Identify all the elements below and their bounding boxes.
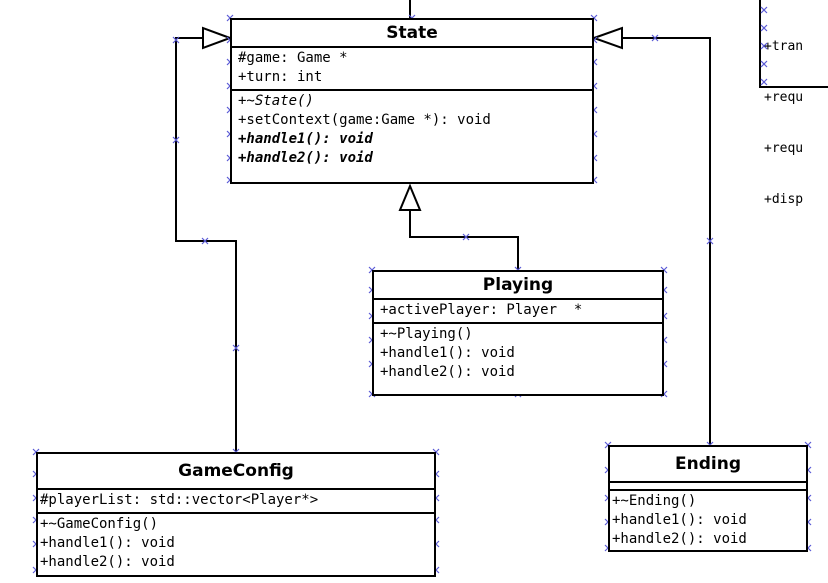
state-method-setcontext: +setContext(game:Game *): void [238, 112, 491, 128]
playing-arrowhead [398, 183, 422, 211]
state-method-handle2: +handle2(): void [238, 150, 373, 166]
class-state[interactable]: State #game: Game * +turn: int +~State()… [230, 18, 594, 184]
partial-row-4: +disp [764, 192, 804, 207]
state-attr-turn: +turn: int [238, 69, 323, 85]
state-method-destructor: +~State() [238, 93, 314, 109]
selection-handle[interactable] [172, 36, 180, 44]
class-gameconfig[interactable]: GameConfig #playerList: std::vector<Play… [36, 452, 436, 577]
gameconfig-attr-playerlist: #playerList: std::vector<Player*> [40, 492, 319, 508]
playing-attr-activeplayer: +activePlayer: Player * [380, 302, 583, 318]
playing-attributes: +activePlayer: Player * [374, 300, 662, 324]
class-state-name: State [232, 20, 592, 48]
state-attributes: #game: Game * +turn: int [232, 48, 592, 91]
ending-methods: +~Ending() +handle1(): void +handle2(): … [610, 491, 806, 551]
playing-method-destructor: +~Playing() [380, 326, 473, 342]
selection-handle[interactable] [760, 42, 768, 50]
ending-method-handle2: +handle2(): void [612, 531, 747, 547]
class-ending-name: Ending [610, 447, 806, 483]
selection-handle[interactable] [232, 344, 240, 352]
gameconfig-attributes: #playerList: std::vector<Player*> [38, 490, 434, 514]
selection-handle[interactable] [760, 60, 768, 68]
gameconfig-method-handle2: +handle2(): void [40, 554, 175, 570]
partial-row-1: +tran [764, 39, 804, 54]
selection-handle[interactable] [760, 78, 768, 86]
selection-handle[interactable] [651, 34, 659, 42]
selection-handle[interactable] [462, 233, 470, 241]
class-playing[interactable]: Playing +activePlayer: Player * +~Playin… [372, 270, 664, 396]
gameconfig-method-handle1: +handle1(): void [40, 535, 175, 551]
ending-method-handle1: +handle1(): void [612, 512, 747, 528]
selection-handle[interactable] [201, 237, 209, 245]
selection-handle[interactable] [172, 136, 180, 144]
playing-method-handle2: +handle2(): void [380, 364, 515, 380]
selection-handle[interactable] [760, 24, 768, 32]
state-methods: +~State() +setContext(game:Game *): void… [232, 91, 592, 170]
selection-handle[interactable] [706, 237, 714, 245]
ending-attributes [610, 483, 806, 491]
partial-row-3: +requ [764, 141, 804, 156]
partial-box-border [759, 0, 828, 88]
playing-method-handle1: +handle1(): void [380, 345, 515, 361]
gameconfig-methods: +~GameConfig() +handle1(): void +handle2… [38, 514, 434, 574]
playing-generalization[interactable] [409, 210, 519, 270]
gameconfig-generalization[interactable] [175, 37, 237, 452]
state-attr-game: #game: Game * [238, 50, 348, 66]
selection-handle[interactable] [760, 6, 768, 14]
ending-method-destructor: +~Ending() [612, 493, 697, 509]
partial-row-2: +requ [764, 90, 804, 105]
state-method-handle1: +handle1(): void [238, 131, 373, 147]
ending-arrowhead [591, 26, 623, 50]
ending-generalization[interactable] [622, 37, 711, 445]
class-gameconfig-name: GameConfig [38, 454, 434, 490]
partial-class-box[interactable]: +tran +requ +requ +disp [764, 4, 803, 225]
gameconfig-method-destructor: +~GameConfig() [40, 516, 159, 532]
gameconfig-arrowhead [202, 26, 233, 50]
class-ending[interactable]: Ending +~Ending() +handle1(): void +hand… [608, 445, 808, 552]
class-playing-name: Playing [374, 272, 662, 300]
playing-methods: +~Playing() +handle1(): void +handle2():… [374, 324, 662, 384]
